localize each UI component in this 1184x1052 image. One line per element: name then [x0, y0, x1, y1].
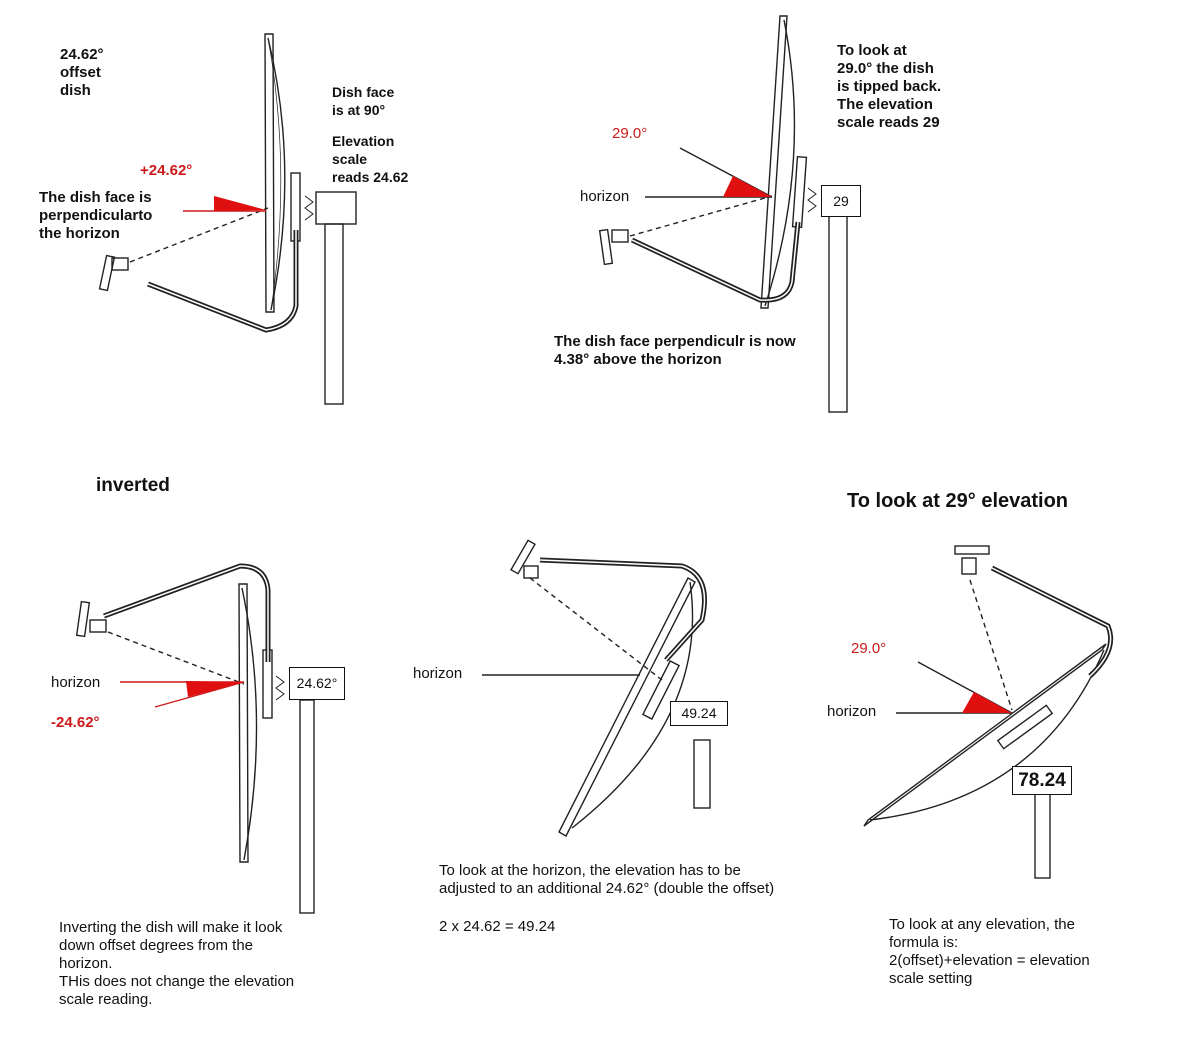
dish-bracket-5	[996, 704, 1054, 750]
dish-panel-2	[598, 15, 848, 413]
dish-face-3	[238, 583, 249, 863]
dish-face-5	[863, 643, 1107, 827]
general-formula-caption: To look at any elevation, the formula is…	[889, 916, 1090, 987]
scale-reading-78: 78.24	[1012, 766, 1072, 795]
scale-reading-29: 29	[821, 185, 861, 217]
lnb-4	[510, 539, 536, 575]
dish-panel-4	[482, 539, 711, 837]
angle-wedge-1	[214, 196, 266, 211]
lnb-3	[75, 600, 91, 638]
dish-face-1	[264, 33, 275, 313]
dish-rim-curve-2	[764, 19, 796, 307]
scale-reading-inverted: 24.62°	[289, 667, 345, 700]
lnb-2	[598, 228, 614, 266]
lnb-1	[98, 254, 116, 292]
perpendicular-now-note: The dish face perpendiculr is now 4.38° …	[554, 333, 796, 368]
horizon-label-2: horizon	[580, 188, 630, 205]
horizon-label-5: horizon	[827, 703, 877, 720]
angle-wedge-2	[723, 176, 772, 197]
elevation-scale-note: Elevation scale reads 24.62	[332, 133, 409, 185]
dish-rim-curve-3	[241, 587, 258, 861]
inverted-caption: Inverting the dish will make it look dow…	[59, 919, 295, 1008]
angle-label-29: 29.0°	[612, 125, 648, 142]
offset-dish-label: 24.62° offset dish	[60, 46, 104, 99]
dish-panel-1	[98, 33, 357, 405]
inverted-title: inverted	[96, 475, 170, 496]
tipped-back-note: To look at 29.0° the dish is tipped back…	[837, 42, 942, 131]
lnb-5	[954, 545, 990, 555]
horizon-label-3: horizon	[51, 674, 101, 691]
elevation-post-5	[1034, 793, 1051, 879]
beam-line-5	[969, 579, 1013, 711]
perpendicular-note: The dish face is perpendicularto the hor…	[39, 189, 153, 242]
double-offset-formula: 2 x 24.62 = 49.24	[439, 918, 556, 935]
dish-face-4	[558, 577, 696, 837]
dish-bracket-2	[791, 155, 808, 228]
beam-line-2	[629, 195, 773, 237]
scale-head-1	[315, 191, 357, 225]
dish-face-2	[760, 15, 788, 309]
horizon-adjust-caption: To look at the horizon, the elevation ha…	[439, 862, 775, 897]
dish-panel-3	[75, 563, 315, 914]
beam-line-3	[107, 631, 245, 685]
feed-arm-5	[990, 565, 1114, 678]
angle-wedge-3	[186, 681, 244, 697]
elevation-post-1	[324, 223, 344, 405]
offset-line-3	[154, 681, 245, 708]
dish-panel-5	[863, 545, 1114, 879]
elevation-post-2	[828, 213, 848, 413]
elevation-post-3	[299, 699, 315, 914]
dish-rim-curve-1	[267, 37, 286, 311]
angle-label-negative: -24.62°	[51, 714, 100, 731]
beam-line-4	[529, 577, 663, 681]
horizon-label-4: horizon	[413, 665, 463, 682]
angle-wedge-5	[962, 692, 1012, 713]
elevation-29-title: To look at 29° elevation	[847, 490, 1069, 512]
dish-face-note: Dish face is at 90°	[332, 84, 395, 118]
dish-bracket-4	[641, 660, 681, 720]
angle-label-29-b: 29.0°	[851, 640, 887, 657]
feed-arm-3	[103, 563, 271, 662]
beam-line-1	[129, 207, 269, 263]
angle-label-positive: +24.62°	[140, 162, 193, 179]
elevation-post-4	[693, 739, 711, 809]
scale-reading-49: 49.24	[670, 701, 728, 726]
